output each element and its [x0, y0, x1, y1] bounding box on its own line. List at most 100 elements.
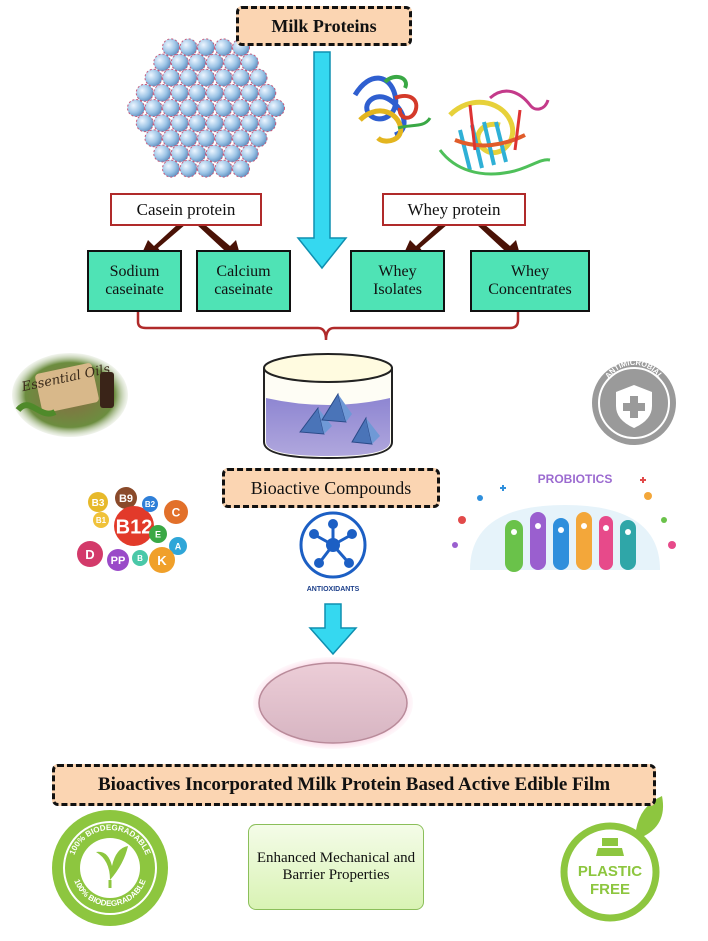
antioxidants-icon: ANTIOXIDANTS	[299, 511, 367, 593]
vitamin-bubble	[169, 537, 187, 555]
casein-submicelle	[170, 53, 189, 72]
casein-submicelle	[188, 114, 207, 133]
vitamin-bubble	[77, 541, 103, 567]
vitamin-label: C	[172, 506, 181, 520]
casein-submicelle	[197, 38, 215, 57]
casein-submicelle	[240, 53, 259, 72]
casein-submicelle	[258, 114, 277, 133]
casein-submicelle	[162, 129, 180, 148]
casein-submicelle	[197, 159, 215, 178]
vitamin-label: B9	[119, 493, 133, 505]
casein-submicelle	[249, 129, 268, 148]
casein-submicelle	[179, 129, 198, 148]
merge-bracket	[136, 310, 520, 341]
casein-submicelle	[197, 99, 215, 117]
casein-submicelle	[179, 159, 198, 178]
casein-protein-box: Casein protein	[110, 193, 262, 226]
antioxidants-label: ANTIOXIDANTS	[307, 586, 360, 593]
casein-submicelle	[240, 114, 259, 133]
final-film-box: Bioactives Incorporated Milk Protein Bas…	[52, 764, 656, 806]
casein-submicelle	[153, 83, 172, 102]
vitamin-label: K	[157, 553, 167, 568]
casein-submicelle	[240, 144, 259, 163]
casein-submicelle	[153, 114, 172, 133]
essential-oils-image: Essential Oils	[12, 353, 128, 437]
vitamin-label: E	[155, 529, 161, 539]
vitamin-label: B1	[96, 516, 107, 525]
vitamin-bubble	[88, 492, 108, 512]
vitamin-label: A	[175, 541, 182, 551]
casein-submicelle	[144, 129, 163, 148]
antimicrobial-badge: ANTIMICROBIAL	[592, 358, 676, 445]
casein-submicelle	[188, 83, 207, 102]
casein-submicelle	[135, 114, 154, 133]
casein-micelle-image	[127, 38, 285, 178]
whey-protein-ribbon-image	[352, 74, 551, 176]
vitamin-bubble	[149, 547, 175, 573]
casein-submicelle	[249, 68, 268, 87]
casein-submicelle	[153, 53, 172, 72]
casein-submicelle	[205, 144, 224, 163]
casein-submicelle	[214, 129, 233, 148]
edible-film-image	[253, 657, 413, 749]
casein-submicelle	[135, 83, 154, 102]
main-down-arrow	[296, 51, 348, 270]
casein-submicelle	[223, 53, 242, 72]
casein-submicelle	[162, 99, 180, 117]
casein-submicelle	[240, 83, 259, 102]
casein-submicelle	[162, 159, 180, 178]
casein-submicelle	[170, 144, 189, 163]
casein-submicelle	[267, 99, 285, 117]
casein-submicelle	[205, 53, 224, 72]
casein-submicelle	[162, 38, 180, 57]
vitamin-label: B2	[145, 500, 156, 509]
casein-submicelle	[188, 144, 207, 163]
biodegradable-badge: 100% BIODEGRADABLE 100% BIODEGRADABLE	[52, 810, 168, 926]
vitamin-label: B12	[116, 517, 153, 539]
vitamin-bubble	[115, 487, 137, 509]
casein-submicelle	[214, 99, 233, 117]
casein-submicelle	[223, 83, 242, 102]
casein-submicelle	[170, 83, 189, 102]
casein-submicelle	[205, 83, 224, 102]
casein-submicelle	[232, 159, 250, 178]
plastic-free-line2: FREE	[590, 881, 630, 898]
vitamin-bubble	[132, 550, 148, 566]
vitamin-bubble	[107, 549, 129, 571]
properties-box: Enhanced Mechanical and Barrier Properti…	[248, 824, 424, 910]
casein-submicelle	[179, 38, 198, 57]
casein-submicelle	[179, 99, 198, 117]
calcium-caseinate-box: Calcium caseinate	[196, 250, 291, 312]
vitamin-bubble	[93, 512, 109, 528]
vitamin-label: PP	[111, 555, 126, 567]
casein-submicelle	[232, 99, 250, 117]
casein-submicelle	[249, 99, 268, 117]
vitamin-label: B3	[92, 498, 105, 509]
probiotics-image: PROBIOTICS	[452, 472, 676, 572]
title-box: Milk Proteins	[236, 6, 412, 46]
casein-submicelle	[214, 68, 233, 87]
casein-submicelle	[179, 68, 198, 87]
vitamin-bubble	[149, 525, 167, 543]
casein-submicelle	[232, 129, 250, 148]
casein-submicelle	[197, 129, 215, 148]
casein-submicelle	[214, 38, 233, 57]
casein-submicelle	[205, 114, 224, 133]
casein-submicelle	[162, 68, 180, 87]
bioactive-compounds-box: Bioactive Compounds	[222, 468, 440, 508]
casein-submicelle	[258, 83, 277, 102]
vitamin-bubble	[164, 500, 188, 524]
whey-protein-box: Whey protein	[382, 193, 526, 226]
plastic-free-badge: PLASTIC FREE	[560, 796, 664, 922]
casein-submicelle	[223, 144, 242, 163]
whey-isolates-box: Whey Isolates	[350, 250, 445, 312]
casein-submicelle	[153, 144, 172, 163]
plastic-free-line1: PLASTIC	[578, 863, 642, 880]
casein-submicelle	[188, 53, 207, 72]
vitamin-bubble	[114, 506, 154, 546]
casein-submicelle	[232, 68, 250, 87]
vitamin-label: D	[85, 547, 94, 562]
